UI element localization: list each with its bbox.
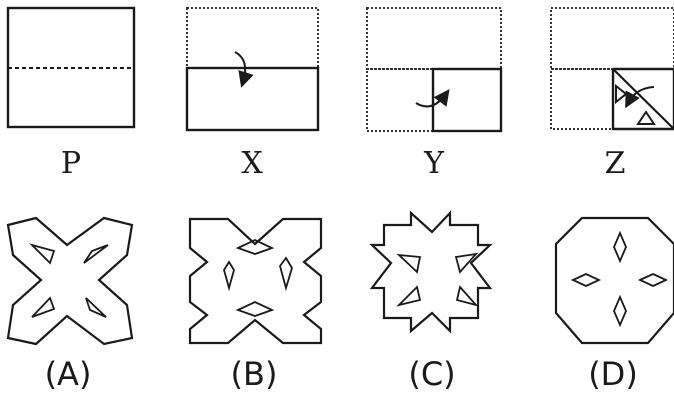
hole <box>454 252 479 274</box>
folded-region <box>186 7 319 69</box>
option-b-figure <box>188 217 323 345</box>
folded-region-left <box>366 68 434 132</box>
paper-triangle <box>611 67 674 131</box>
option-label-d: (D) <box>588 355 638 393</box>
option-c-figure <box>369 210 493 334</box>
figure-label-y: Y <box>424 146 444 181</box>
option-label-c: (C) <box>408 355 456 393</box>
hole <box>31 296 56 318</box>
figure-z <box>550 7 674 131</box>
hole <box>570 273 602 287</box>
option-d-figure <box>554 216 674 345</box>
hole <box>83 244 109 264</box>
hole <box>28 243 56 265</box>
hole <box>455 285 479 307</box>
hole <box>613 230 627 264</box>
figure-x <box>185 7 320 132</box>
hole <box>279 256 293 292</box>
figure-label-p: P <box>60 146 82 181</box>
paper-quarter <box>431 67 503 133</box>
hole <box>85 297 107 318</box>
figure-y <box>366 7 503 133</box>
figure-label-x: X <box>241 146 263 181</box>
hole <box>613 294 627 328</box>
hole <box>396 285 422 307</box>
option-a-figure <box>6 216 134 346</box>
figure-p <box>6 6 136 129</box>
unfolded-shape <box>188 217 323 345</box>
fold-arrow-icon <box>415 89 450 108</box>
hole <box>235 239 275 255</box>
diagonal-fold <box>612 68 674 130</box>
unfolded-shape <box>369 210 493 334</box>
hole <box>223 260 235 292</box>
figure-label-z: Z <box>604 146 626 181</box>
option-label-b: (B) <box>230 355 278 393</box>
folded-region-top <box>550 7 674 70</box>
paper-half <box>185 66 320 132</box>
hole <box>637 273 669 287</box>
option-label-a: (A) <box>44 355 92 393</box>
unfolded-shape <box>554 216 674 345</box>
fold-arrow-icon <box>234 51 254 88</box>
hole <box>396 253 422 274</box>
fold-arrow-icon <box>625 86 655 109</box>
cut-notch <box>636 110 656 125</box>
folded-region-top <box>366 7 502 70</box>
unfolded-shape <box>6 216 134 346</box>
cut-notch <box>615 83 628 105</box>
folded-region-left <box>550 68 614 130</box>
hole <box>235 301 275 317</box>
